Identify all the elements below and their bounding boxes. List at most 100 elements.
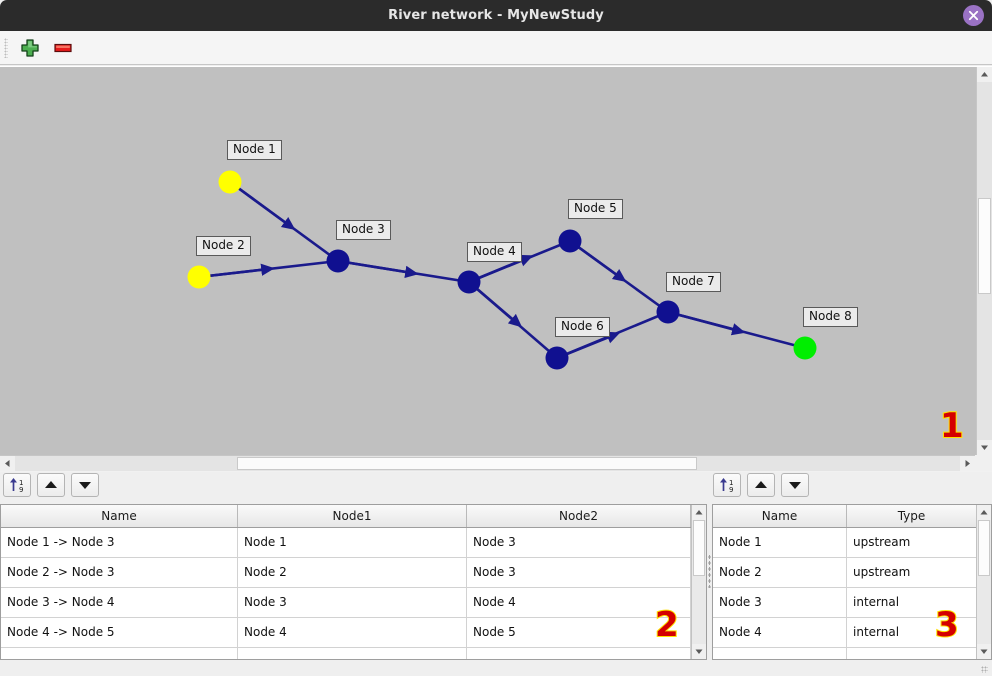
nodes-column-header-name[interactable]: Name: [713, 505, 847, 527]
links-cell-name[interactable]: [1, 648, 238, 659]
title-bar: River network - MyNewStudy: [0, 0, 992, 31]
node-group: [187, 170, 817, 370]
svg-text:1: 1: [19, 479, 23, 487]
links-table-scrollbar[interactable]: [691, 505, 706, 659]
nodes-move-down-icon[interactable]: [781, 473, 809, 497]
nodes-cell-type[interactable]: internal: [847, 588, 977, 617]
table-row[interactable]: Node 2 upstream: [713, 558, 991, 588]
svg-text:9: 9: [19, 486, 23, 494]
nodes-cell-type[interactable]: upstream: [847, 558, 977, 587]
links-scroll-thumb[interactable]: [693, 520, 705, 576]
toolbar: [0, 31, 992, 65]
nodes-scroll-down-arrow-icon[interactable]: [977, 644, 991, 659]
graph-node-label-7[interactable]: Node 7: [666, 272, 721, 292]
links-cell-node1[interactable]: Node 4: [238, 618, 467, 647]
nodes-sort-ascending-icon[interactable]: 1 9: [713, 473, 741, 497]
nodes-table[interactable]: Name Type Node 1 upstream Node 2 upstrea…: [712, 504, 992, 660]
nodes-cell-type[interactable]: upstream: [847, 528, 977, 557]
links-column-header-name[interactable]: Name: [1, 505, 238, 527]
svg-text:1: 1: [729, 479, 733, 487]
table-row[interactable]: Node 2 -> Node 3 Node 2 Node 3: [1, 558, 706, 588]
nodes-cell-name[interactable]: Node 1: [713, 528, 847, 557]
links-cell-name[interactable]: Node 4 -> Node 5: [1, 618, 238, 647]
graph-horizontal-scrollbar[interactable]: [0, 455, 975, 471]
graph-node-label-6[interactable]: Node 6: [555, 317, 610, 337]
graph-hscroll-thumb[interactable]: [237, 457, 697, 470]
remove-node-icon[interactable]: [52, 38, 74, 58]
nodes-table-body: Node 1 upstream Node 2 upstream Node 3 i…: [713, 528, 991, 659]
links-cell-name[interactable]: Node 2 -> Node 3: [1, 558, 238, 587]
table-row[interactable]: Node 3 -> Node 4 Node 3 Node 4: [1, 588, 706, 618]
nodes-scroll-up-arrow-icon[interactable]: [977, 505, 991, 520]
table-row[interactable]: Node 4 internal: [713, 618, 991, 648]
links-cell-node2[interactable]: Node 3: [467, 528, 691, 557]
table-row-partial[interactable]: [713, 648, 991, 659]
close-icon[interactable]: [963, 5, 984, 26]
links-sort-ascending-icon[interactable]: 1 9: [3, 473, 31, 497]
graph-edges: [187, 170, 817, 370]
svg-text:9: 9: [729, 486, 733, 494]
nodes-column-header-type[interactable]: Type: [847, 505, 977, 527]
table-row-partial[interactable]: [1, 648, 706, 659]
graph-node-label-5[interactable]: Node 5: [568, 199, 623, 219]
links-table[interactable]: Name Node1 Node2 Node 1 -> Node 3 Node 1…: [0, 504, 707, 660]
links-cell-node1[interactable]: Node 2: [238, 558, 467, 587]
graph-node-label-4[interactable]: Node 4: [467, 242, 522, 262]
window-resize-grip-icon[interactable]: [981, 666, 988, 673]
links-cell-node2[interactable]: Node 5: [467, 618, 691, 647]
nodes-cell-type[interactable]: [847, 648, 977, 659]
links-cell-node2[interactable]: Node 4: [467, 588, 691, 617]
tables-area: 1 9 Name Node1: [0, 472, 992, 676]
links-column-header-node2[interactable]: Node2: [467, 505, 691, 527]
links-cell-name[interactable]: Node 1 -> Node 3: [1, 528, 238, 557]
table-row[interactable]: Node 1 -> Node 3 Node 1 Node 3: [1, 528, 706, 558]
graph-vertical-scrollbar[interactable]: [976, 67, 992, 455]
network-graph-panel[interactable]: Node 1 Node 2 Node 3 Node 4 Node 5 Node …: [0, 66, 992, 455]
graph-node-label-2[interactable]: Node 2: [196, 236, 251, 256]
graph-node-2: [187, 265, 211, 289]
graph-node-label-3[interactable]: Node 3: [336, 220, 391, 240]
graph-node-7: [656, 300, 680, 324]
scroll-right-arrow-icon[interactable]: [960, 456, 975, 471]
nodes-scroll-thumb[interactable]: [978, 520, 990, 576]
table-row[interactable]: Node 4 -> Node 5 Node 4 Node 5: [1, 618, 706, 648]
table-row[interactable]: Node 1 upstream: [713, 528, 991, 558]
nodes-cell-name[interactable]: Node 2: [713, 558, 847, 587]
nodes-cell-name[interactable]: Node 4: [713, 618, 847, 647]
nodes-cell-type[interactable]: internal: [847, 618, 977, 647]
links-cell-node1[interactable]: Node 3: [238, 588, 467, 617]
graph-node-8: [793, 336, 817, 360]
links-cell-node1[interactable]: Node 1: [238, 528, 467, 557]
nodes-move-up-icon[interactable]: [747, 473, 775, 497]
links-table-header: Name Node1 Node2: [1, 505, 706, 528]
add-node-icon[interactable]: [19, 38, 41, 58]
scroll-down-arrow-icon[interactable]: [977, 440, 992, 455]
links-cell-node2[interactable]: [467, 648, 691, 659]
window-title: River network - MyNewStudy: [388, 8, 604, 23]
graph-vscroll-thumb[interactable]: [978, 198, 991, 294]
links-cell-name[interactable]: Node 3 -> Node 4: [1, 588, 238, 617]
nodes-table-panel: 1 9 Name Type: [712, 472, 992, 676]
table-row[interactable]: Node 3 internal: [713, 588, 991, 618]
graph-canvas[interactable]: Node 1 Node 2 Node 3 Node 4 Node 5 Node …: [0, 67, 975, 455]
toolbar-drag-handle[interactable]: [4, 38, 8, 58]
nodes-table-header: Name Type: [713, 505, 991, 528]
nodes-table-scrollbar[interactable]: [976, 505, 991, 659]
scroll-up-arrow-icon[interactable]: [977, 67, 992, 82]
graph-node-label-8[interactable]: Node 8: [803, 307, 858, 327]
links-cell-node1[interactable]: [238, 648, 467, 659]
graph-node-6: [545, 346, 569, 370]
graph-node-label-1[interactable]: Node 1: [227, 140, 282, 160]
links-cell-node2[interactable]: Node 3: [467, 558, 691, 587]
nodes-cell-name[interactable]: [713, 648, 847, 659]
scroll-left-arrow-icon[interactable]: [0, 456, 15, 471]
links-move-down-icon[interactable]: [71, 473, 99, 497]
links-table-body: Node 1 -> Node 3 Node 1 Node 3 Node 2 ->…: [1, 528, 706, 659]
links-scroll-down-arrow-icon[interactable]: [692, 644, 706, 659]
nodes-cell-name[interactable]: Node 3: [713, 588, 847, 617]
links-column-header-node1[interactable]: Node1: [238, 505, 467, 527]
vertical-splitter[interactable]: [707, 472, 712, 676]
links-scroll-up-arrow-icon[interactable]: [692, 505, 706, 520]
links-move-up-icon[interactable]: [37, 473, 65, 497]
